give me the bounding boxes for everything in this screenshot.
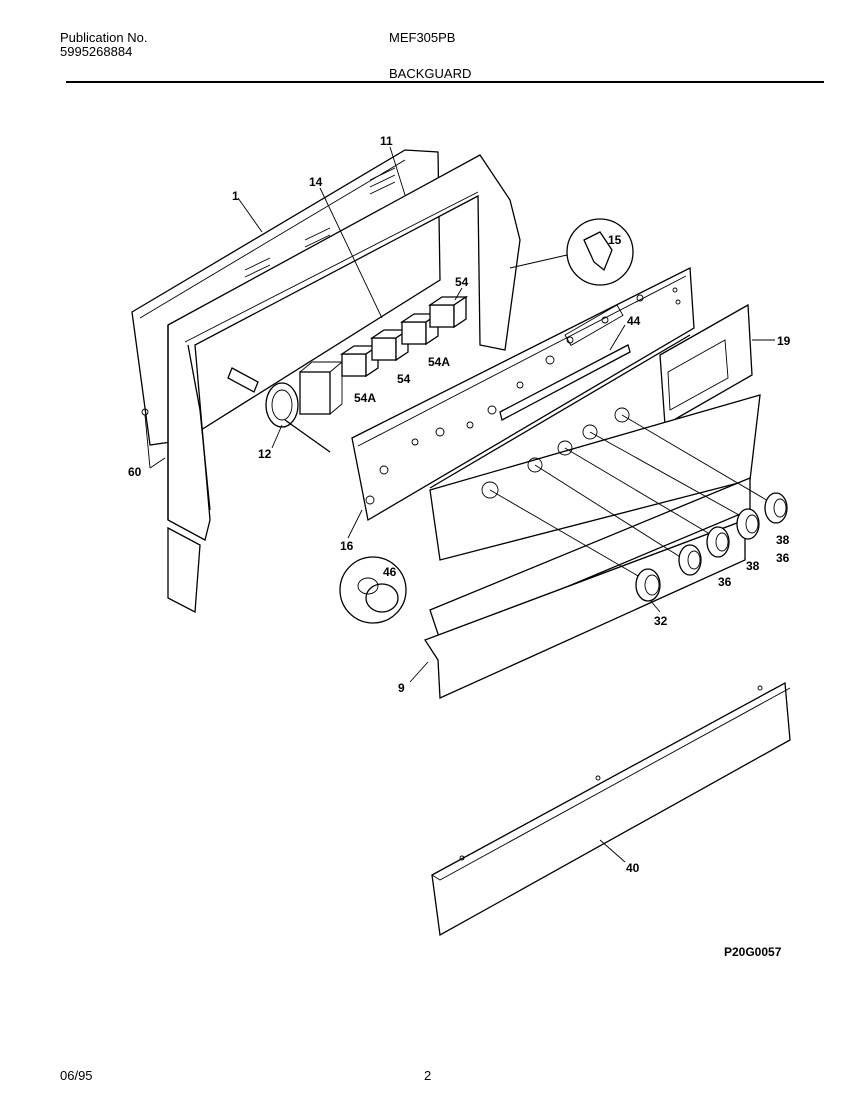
overlay-panel xyxy=(659,303,753,427)
callout-46: 46 xyxy=(383,565,397,579)
callout-12: 12 xyxy=(258,447,272,461)
callout-54a-upper: 54A xyxy=(428,355,450,369)
footer-date: 06/95 xyxy=(60,1068,93,1083)
callout-38-mid: 38 xyxy=(746,559,760,573)
callout-38-right: 38 xyxy=(776,533,790,547)
backguard-frame xyxy=(167,154,521,614)
callout-32: 32 xyxy=(654,614,668,628)
detail-15 xyxy=(509,218,634,286)
knobs xyxy=(635,492,788,602)
header-rule xyxy=(66,81,824,83)
callout-14: 14 xyxy=(309,175,323,189)
callout-54-upper: 54 xyxy=(455,275,469,289)
callout-44: 44 xyxy=(627,314,641,328)
callout-9: 9 xyxy=(398,681,405,695)
page-number: 2 xyxy=(424,1068,432,1083)
callout-36-right: 36 xyxy=(776,551,790,565)
figure-code: P20G0057 xyxy=(724,945,782,959)
leader-lines xyxy=(144,146,775,863)
callout-54-lower: 54 xyxy=(397,372,411,386)
lower-trim xyxy=(431,681,791,937)
detail-46 xyxy=(339,556,407,624)
infinite-switches xyxy=(339,295,469,378)
callout-11: 11 xyxy=(380,134,393,148)
clock-timer xyxy=(227,361,343,453)
section-title: BACKGUARD xyxy=(389,66,472,81)
callout-19: 19 xyxy=(777,334,791,348)
control-panel xyxy=(351,266,695,522)
callout-40: 40 xyxy=(626,861,640,875)
trim-strip xyxy=(499,344,631,421)
callout-60: 60 xyxy=(128,465,142,479)
callout-16: 16 xyxy=(340,539,354,553)
callout-1: 1 xyxy=(232,189,239,203)
knob-panel xyxy=(424,394,761,699)
publication-number: 5995268884 xyxy=(60,44,133,59)
publication-label: Publication No. xyxy=(60,30,148,45)
callout-15: 15 xyxy=(608,233,622,247)
callout-36-mid: 36 xyxy=(718,575,732,589)
model-number: MEF305PB xyxy=(389,30,456,45)
callout-54a-lower: 54A xyxy=(354,391,376,405)
shaft-guide-lines xyxy=(489,414,776,581)
